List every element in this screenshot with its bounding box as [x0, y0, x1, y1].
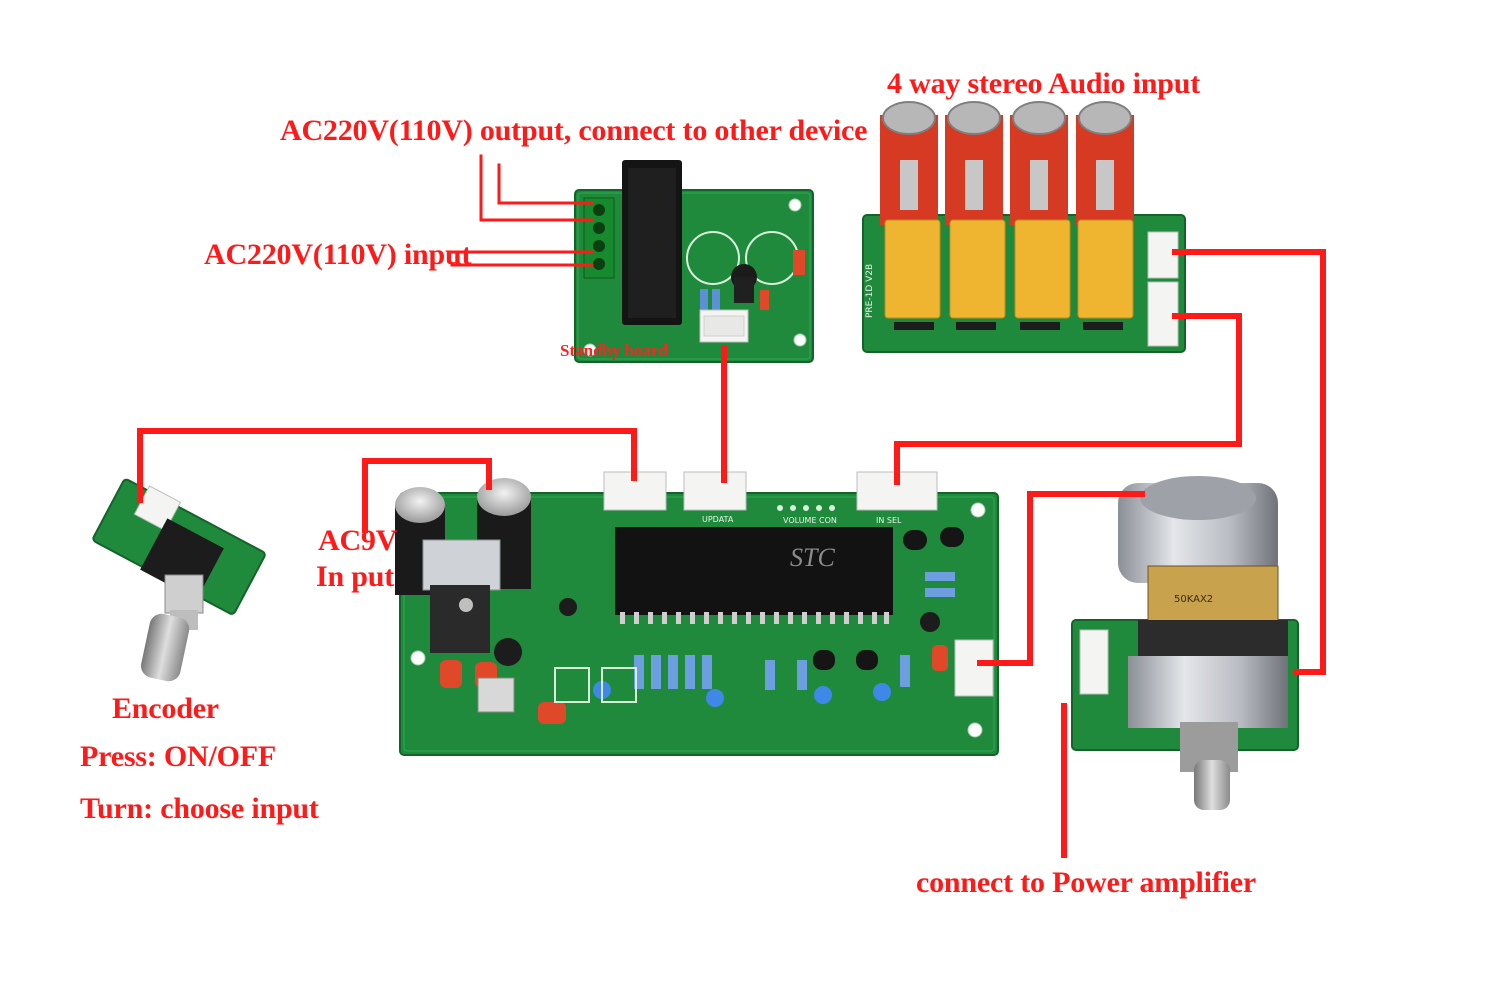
audio-input-board: PRE-1D V2B — [862, 101, 1186, 353]
chip-brand: STC — [790, 543, 835, 572]
wire-insel-to-relay — [894, 313, 1242, 485]
label-audio-input: 4 way stereo Audio input — [887, 67, 1201, 100]
label-ac-output: AC220V(110V) output, connect to other de… — [280, 114, 868, 147]
label-standby-board: Standby board — [560, 341, 669, 360]
wires — [137, 154, 1326, 858]
wire-ac-output-1 — [479, 154, 594, 222]
label-turn: Turn: choose input — [80, 792, 319, 825]
updata-silk: UPDATA — [702, 515, 734, 524]
label-ac9v: AC9V — [318, 524, 398, 557]
wire-relay-to-pot — [1172, 249, 1326, 675]
label-ac-input: AC220V(110V) input — [204, 238, 472, 271]
label-encoder: Encoder — [112, 692, 219, 725]
label-press: Press: ON/OFF — [80, 740, 276, 773]
volume-potentiometer: 50KAX2 — [1071, 476, 1299, 810]
wire-main-to-pot — [977, 491, 1145, 666]
encoder-module — [92, 478, 266, 682]
label-power-amp: connect to Power amplifier — [916, 866, 1256, 899]
wire-ac9v — [362, 458, 492, 533]
relays — [884, 219, 1134, 319]
volume-con-silk: VOLUME CON — [783, 516, 837, 525]
main-board: STC UPDATA VOLUME CON IN SEL — [395, 471, 999, 756]
wire-encoder-to-main — [137, 428, 637, 503]
relay-board-silk: PRE-1D V2B — [865, 264, 875, 318]
label-input: In put — [316, 560, 395, 593]
mcu-chip: STC — [615, 527, 893, 624]
wire-ac-output-2 — [497, 163, 594, 205]
pot-label: 50KAX2 — [1174, 594, 1213, 605]
in-sel-silk: IN SEL — [876, 516, 902, 525]
rca-jacks — [880, 101, 1134, 225]
standby-board — [574, 160, 814, 363]
